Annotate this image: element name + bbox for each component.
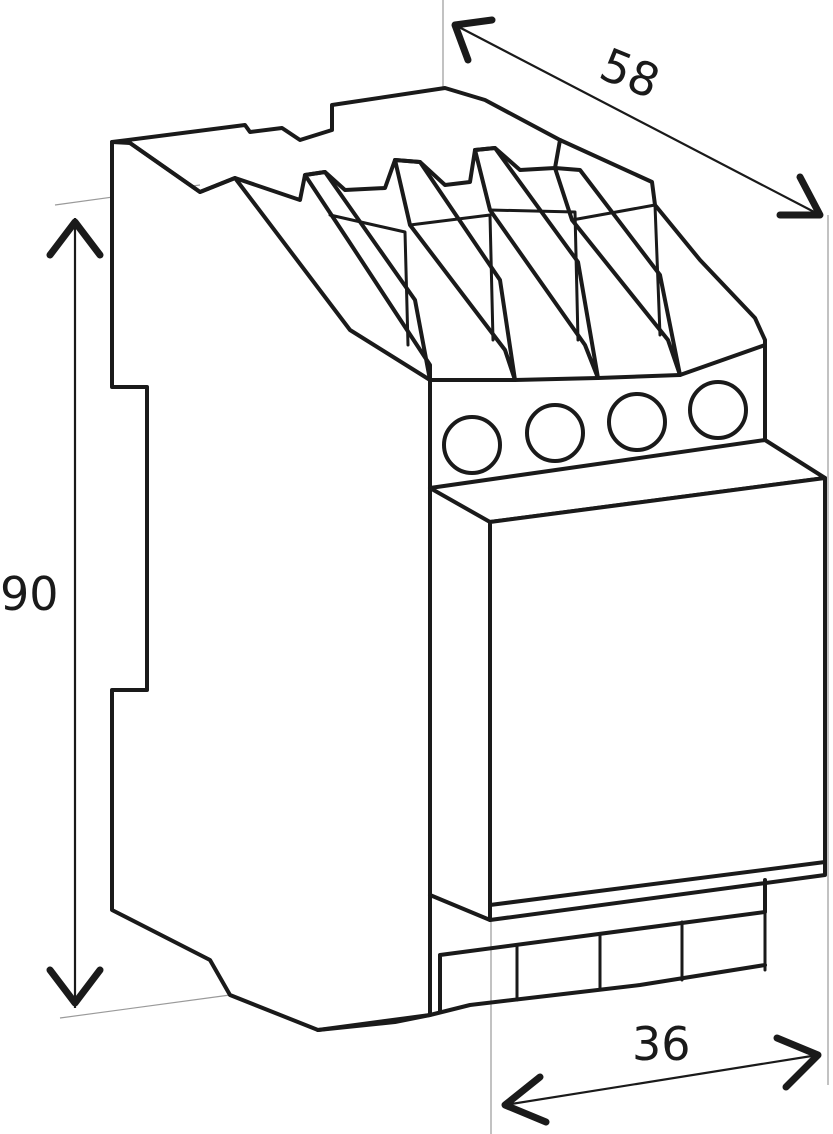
screw-hole-1 (442, 415, 502, 475)
depth-dimension: 58 (451, 16, 824, 219)
extension-line-bottom-left (59, 994, 231, 1019)
width-dimension-line (504, 1053, 819, 1107)
bottom-terminal-dividers (515, 910, 767, 1002)
module-front (428, 438, 827, 922)
width-arrow-left-icon (501, 1073, 550, 1126)
bottom-edge (316, 963, 767, 1032)
top-back-edge (110, 86, 767, 442)
height-arrow-top-icon (46, 218, 104, 259)
width-dimension: 36 (501, 1017, 822, 1126)
depth-label: 58 (593, 37, 668, 109)
module-side-body (110, 86, 767, 1032)
screw-hole-4 (688, 380, 748, 440)
depth-arrow-back-icon (451, 16, 496, 64)
rib-4 (553, 166, 682, 377)
rib-2 (393, 158, 517, 382)
height-label: 90 (0, 567, 59, 621)
screw-holes (442, 380, 748, 475)
terminal-ribs (303, 146, 767, 490)
screw-hole-2 (525, 403, 585, 463)
side-panel (110, 140, 432, 1032)
front-panel-bottom-lip (488, 860, 827, 907)
rib-3 (473, 146, 600, 380)
clamp-bodies (328, 203, 662, 347)
depth-arrow-front-icon (776, 173, 824, 219)
bottom-terminals (316, 878, 767, 1032)
width-label: 36 (632, 1017, 691, 1071)
depth-dimension-line (454, 24, 821, 216)
front-panel (488, 476, 827, 922)
screw-hole-3 (607, 392, 667, 452)
terminal-face (428, 343, 767, 490)
width-arrow-right-icon (773, 1034, 822, 1091)
height-arrow-bottom-icon (46, 966, 104, 1007)
bottom-terminal-block (428, 878, 767, 1017)
height-dimension: 90 (0, 218, 104, 1008)
